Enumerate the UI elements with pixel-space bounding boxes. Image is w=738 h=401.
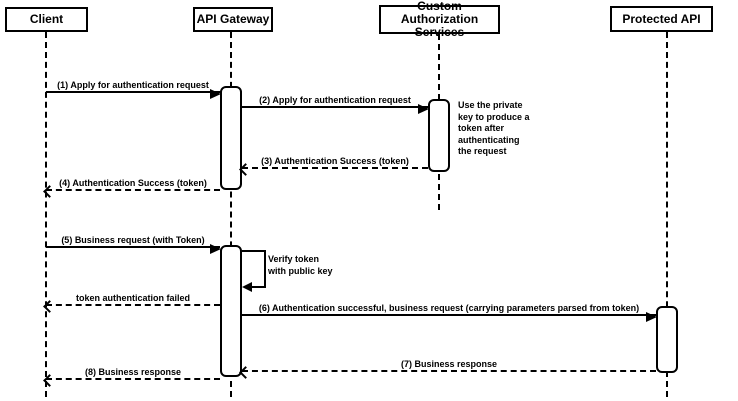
participant-client: Client [5, 7, 88, 32]
activation-custom-authorization-services [428, 99, 450, 172]
message-4-authentication-success: (4) Authentication Success (token) [43, 178, 220, 198]
message-8-label: (8) Business response [84, 367, 182, 377]
message-5-business-request: (5) Business request (with Token) [46, 235, 221, 254]
participant-api-gateway: API Gateway [193, 7, 273, 32]
self-message-bottom-segment [249, 286, 266, 288]
participant-api-gateway-label: API Gateway [196, 12, 270, 26]
message-2-label: (2) Apply for authentication request [259, 95, 411, 105]
participant-protected-api: Protected API [610, 6, 713, 32]
message-3-authentication-success: (3) Authentication Success (token) [239, 156, 428, 176]
self-message-label: Verify token with public key [268, 254, 333, 276]
activation-api-gateway-auth [220, 86, 242, 190]
arrowhead-right-icon [646, 312, 657, 322]
message-1-apply-authentication: (1) Apply for authentication request [46, 80, 221, 99]
participant-custom-authorization-services-label: Custom Authorization Services [400, 0, 479, 39]
participant-protected-api-label: Protected API [622, 11, 701, 26]
participant-client-label: Client [29, 12, 64, 26]
lifeline-client [45, 32, 47, 397]
message-token-authentication-failed: token authentication failed [43, 293, 220, 313]
self-message-side-segment [264, 250, 266, 288]
arrowhead-right-icon [210, 89, 221, 99]
note-private-key-token: Use the private key to produce a token a… [458, 100, 530, 156]
activation-protected-api [656, 306, 678, 373]
message-6-authentication-successful-business-request: (6) Authentication successful, business … [242, 303, 657, 322]
activation-api-gateway-business [220, 245, 242, 377]
self-message-top-segment [242, 250, 266, 252]
arrowhead-right-icon [210, 244, 221, 254]
message-8-business-response: (8) Business response [43, 367, 220, 387]
message-1-label: (1) Apply for authentication request [57, 80, 209, 90]
arrowhead-left-icon [242, 282, 252, 292]
lifeline-protected-api [666, 32, 668, 397]
message-6-label: (6) Authentication successful, business … [258, 303, 640, 313]
message-token-failed-label: token authentication failed [75, 293, 190, 303]
participant-custom-authorization-services: Custom Authorization Services [379, 0, 500, 39]
message-7-label: (7) Business response [400, 359, 498, 369]
arrowhead-right-icon [418, 104, 429, 114]
lifeline-api-gateway [230, 32, 232, 397]
message-2-apply-authentication: (2) Apply for authentication request [242, 95, 429, 114]
message-5-label: (5) Business request (with Token) [61, 235, 205, 245]
message-4-label: (4) Authentication Success (token) [59, 178, 207, 188]
message-3-label: (3) Authentication Success (token) [261, 156, 409, 166]
message-7-business-response: (7) Business response [239, 359, 656, 379]
